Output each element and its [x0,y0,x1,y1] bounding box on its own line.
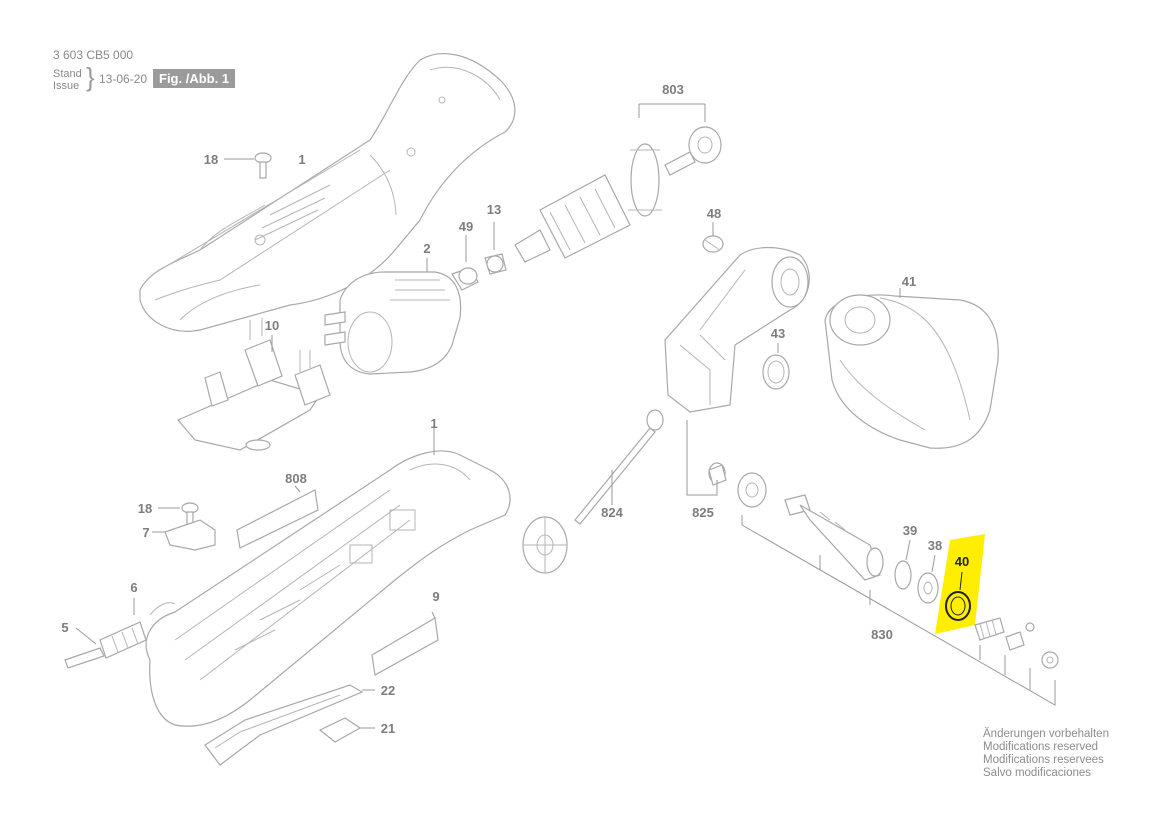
brace-glyph: } [86,62,95,92]
lower-housing-drawing [145,428,511,727]
part-label-41: 41 [902,274,916,289]
stand-label: Stand [53,68,82,80]
stand-issue-labels: Stand Issue [53,68,82,92]
part-label-6: 6 [130,580,137,595]
part-label-824: 824 [601,505,623,520]
label-9-drawing [371,611,439,676]
part-label-40-highlighted: 40 [955,554,969,569]
issue-date: 13-06-20 [99,72,148,86]
part-label-830: 830 [871,627,893,642]
part-label-1-lower: 1 [430,416,437,431]
part-label-803: 803 [662,82,684,97]
document-number: 3 603 CB5 000 [53,48,134,62]
slider-21-drawing [318,717,375,743]
cord-drawing [64,598,176,669]
part-label-38: 38 [928,538,942,553]
switch-assembly-drawing [177,318,331,451]
note-line: Modifications reservees [983,754,1104,766]
part-label-39: 39 [903,523,917,538]
figure-label: Fig. /Abb. 1 [153,69,236,88]
part-label-2: 2 [423,241,430,256]
gear-48-drawing [702,222,724,253]
bearing-49-drawing [451,235,479,291]
part-label-49: 49 [459,219,473,234]
washer-38-drawing [917,554,939,604]
part-label-22: 22 [381,683,395,698]
modification-notes: Änderungen vorbehalten Modifications res… [983,728,1109,780]
part-label-43: 43 [771,326,785,341]
label-808-drawing [236,485,319,549]
bearing-13-drawing [484,222,507,275]
armature-drawing [514,103,722,263]
flex-shaft-drawing [522,409,664,574]
stator-drawing [324,258,462,375]
part-label-1: 1 [298,152,305,167]
part-label-48: 48 [707,206,721,221]
highlight-40 [935,534,985,634]
group-830-lines [741,515,1056,706]
part-label-9: 9 [432,589,439,604]
part-label-7: 7 [142,525,149,540]
clip-7-drawing [152,519,216,551]
spring-and-pin-drawing [974,617,1059,669]
part-label-825: 825 [692,505,714,520]
upper-housing-drawing [139,53,516,332]
part-label-10: 10 [265,318,279,333]
part-label-5: 5 [61,620,68,635]
issue-label: Issue [53,80,80,92]
washer-39-drawing [894,539,912,590]
screw-lower-drawing [158,502,199,526]
note-line: Änderungen vorbehalten [983,728,1109,740]
part-label-21: 21 [381,721,395,736]
note-line: Salvo modificaciones [983,767,1092,779]
ring-43-drawing [762,343,790,390]
bottom-cover-drawing [204,684,375,766]
part-label-18: 18 [204,152,218,167]
note-line: Modifications reserved [983,741,1099,753]
part-label-808: 808 [285,471,307,486]
screw-drawing [224,152,272,179]
part-label-13: 13 [487,202,501,217]
guard-41-drawing [824,288,999,449]
sleeve-825-drawing [686,420,767,508]
spindle-drawing [784,494,884,581]
gear-housing-drawing [664,246,810,413]
part-label-18-lower: 18 [138,501,152,516]
